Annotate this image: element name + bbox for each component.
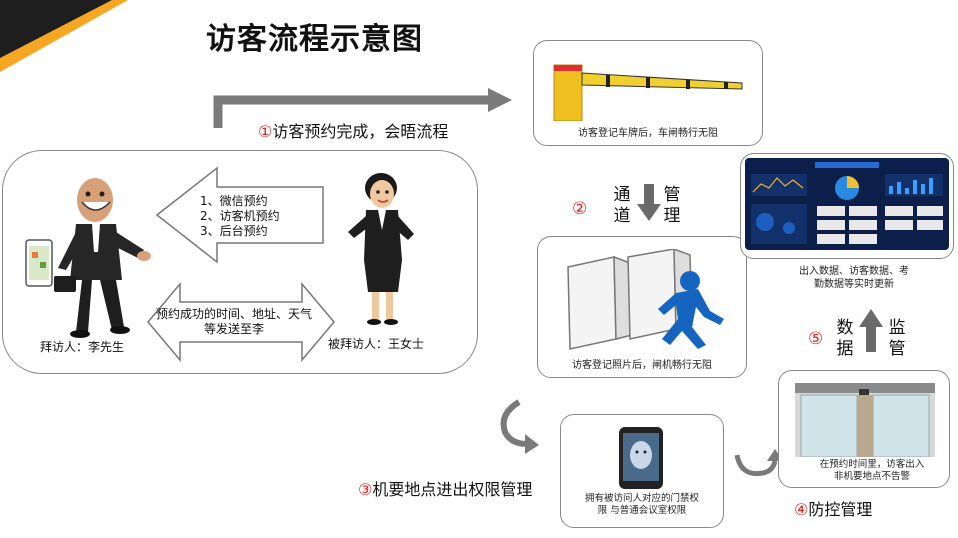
door-caption: 在预约时间里，访客出入非机要地点不告警: [819, 459, 925, 482]
notice-text: 预约成功的时间、地址、天气等发送至李: [156, 307, 313, 336]
step2-number: ②: [572, 199, 588, 219]
step3-label: ③机要地点进出权限管理: [358, 480, 544, 500]
dashboard-screen-image: [745, 158, 949, 250]
step2-left-text: 通道: [613, 185, 631, 226]
arrow-left-outline: [155, 166, 324, 264]
curved-arrow-down: [500, 399, 539, 454]
step5-right-text: 监管: [888, 318, 906, 359]
door-card: 在预约时间里，访客出入非机要地点不告警: [778, 370, 950, 488]
step1-number: ①: [258, 122, 273, 141]
method-item: 2、访客机预约: [200, 209, 280, 223]
barrier-gate-image: [553, 64, 743, 121]
step4-text: 防控管理: [808, 500, 873, 519]
step4-number: ④: [794, 500, 809, 519]
step5-left-text: 数据: [836, 318, 854, 359]
method-item: 1、微信预约: [200, 194, 268, 208]
method-item: 3、后台预约: [200, 224, 268, 238]
corner-decoration: [0, 0, 128, 72]
page-title: 访客流程示意图: [206, 22, 423, 57]
visitor-figure: [25, 178, 151, 338]
turnstile-caption: 访客登记照片后，闸机畅行无阻: [572, 360, 712, 371]
host-label: 被拜访人：王女士: [328, 337, 425, 351]
step5-up-arrow: [859, 309, 883, 352]
access-device-card: 拥有被访问人对应的门禁权限 与普通会议室权限: [560, 414, 724, 528]
barrier-caption: 访客登记车牌后，车闸畅行无阻: [578, 128, 718, 139]
curved-arrow-up: [734, 449, 783, 477]
step1-label: ①访客预约完成，会晤流程: [258, 122, 468, 142]
turnstile-image: [567, 249, 724, 350]
step5-number: ⑤: [808, 329, 824, 349]
glass-door-image: [795, 383, 935, 457]
step4-label: ④防控管理: [794, 500, 914, 520]
appointment-methods: 1、微信预约 2、访客机预约 3、后台预约: [200, 194, 280, 239]
step3-text: 机要地点进出权限管理: [372, 480, 533, 499]
dashboard-card: [740, 153, 954, 259]
flow-arrow-right: [213, 88, 512, 128]
dashboard-caption: 出入数据、访客数据、考勤数据等实时更新: [799, 266, 909, 290]
step1-text: 访客预约完成，会晤流程: [272, 122, 449, 141]
visitor-label: 拜访人：李先生: [40, 340, 125, 354]
device-caption: 拥有被访问人对应的门禁权限 与普通会议室权限: [585, 493, 700, 516]
barrier-gate-card: 访客登记车牌后，车闸畅行无阻: [533, 40, 763, 146]
step3-number: ③: [358, 480, 373, 499]
arrow-double-outline: [147, 282, 335, 362]
step2-down-arrow: [637, 184, 661, 221]
host-figure: [348, 173, 414, 325]
step2-right-text: 管理: [663, 185, 681, 226]
turnstile-card: 访客登记照片后，闸机畅行无阻: [537, 236, 747, 378]
face-terminal-image: [619, 427, 663, 489]
